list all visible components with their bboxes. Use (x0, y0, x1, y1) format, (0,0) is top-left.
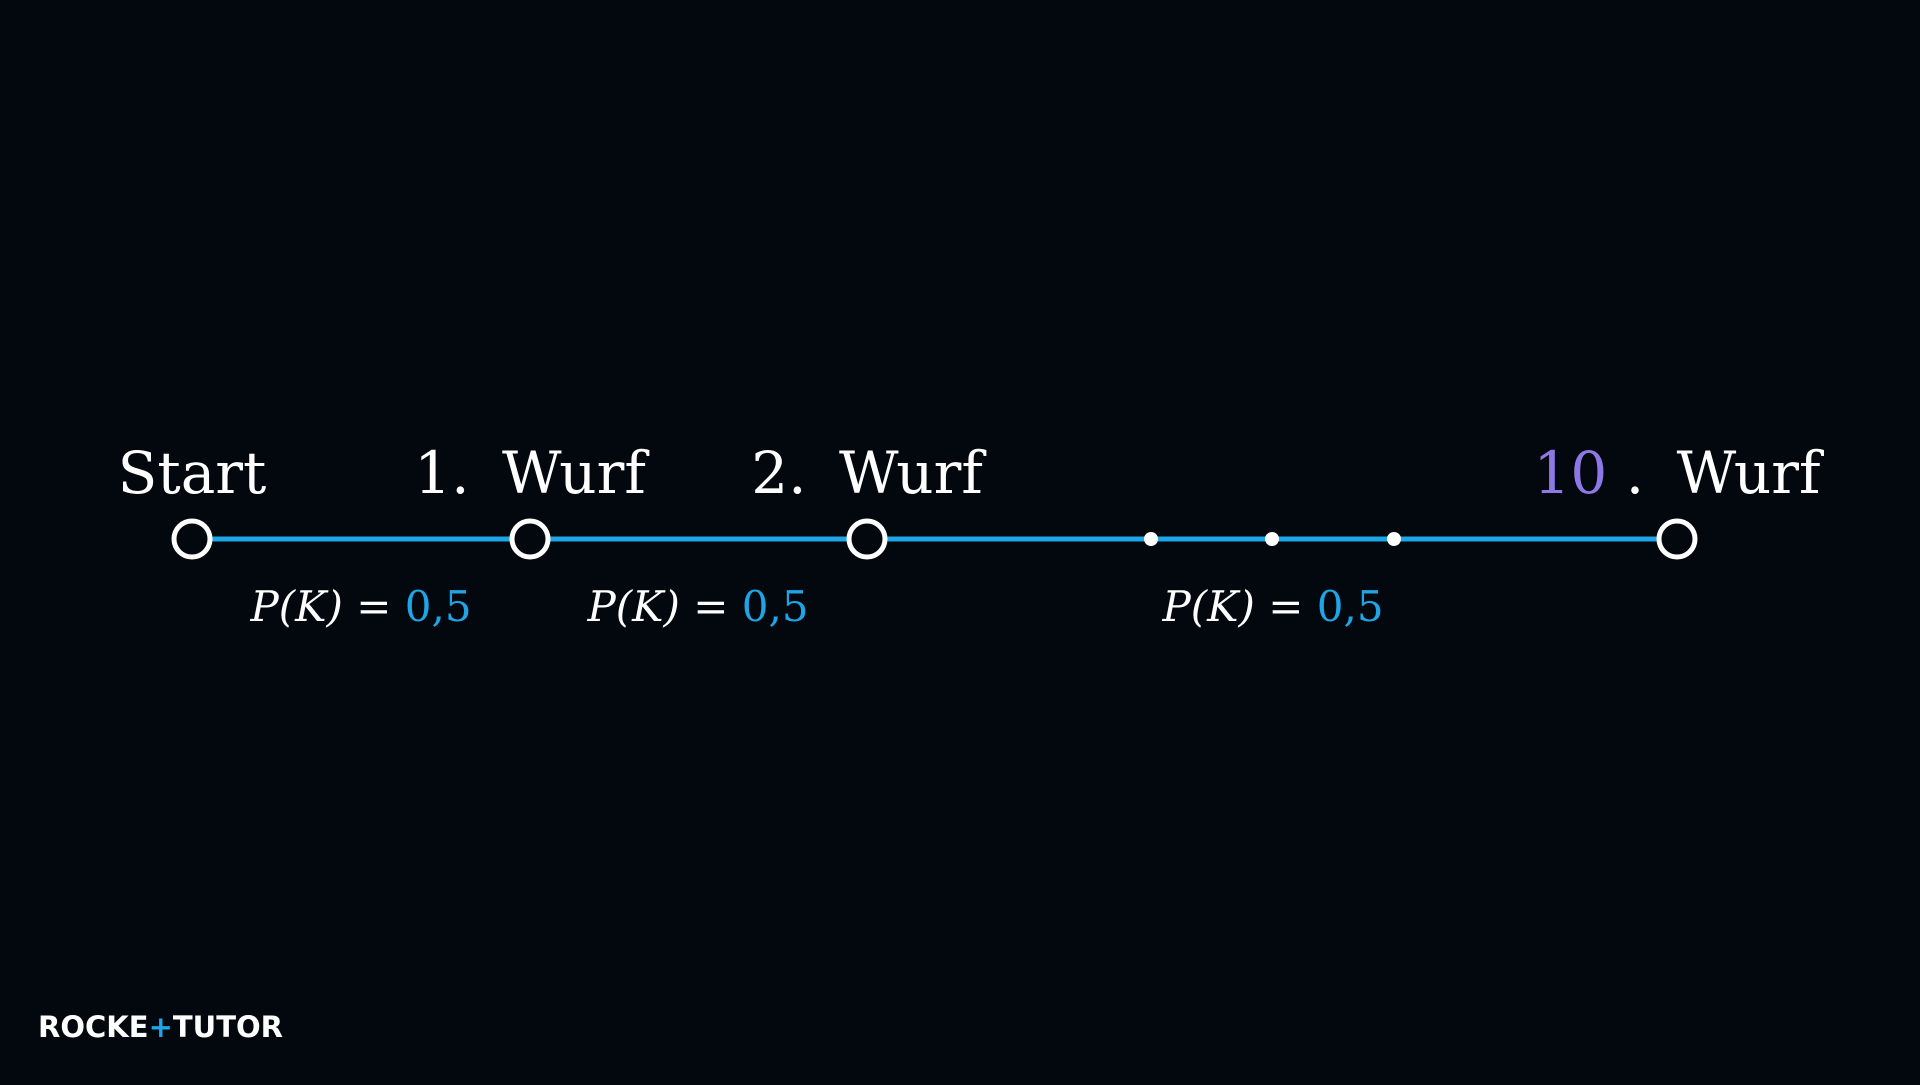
label-throw-2: 2. Wurf (751, 439, 986, 507)
probability-expression: P(K) = (586, 582, 728, 631)
throw-10-dot: . (1626, 439, 1644, 507)
probability-expression: P(K) = (1161, 582, 1303, 631)
label-throw-1: 1. Wurf (414, 439, 649, 507)
node-throw-1 (509, 518, 551, 560)
throw-2-number: 2. (751, 439, 806, 507)
label-start: Start (118, 439, 267, 507)
logo-plus: + (148, 1010, 173, 1044)
logo-part-2: TUTO (172, 1010, 261, 1044)
throw-10-number: 10 (1534, 439, 1608, 507)
throw-1-word: Wurf (502, 439, 649, 507)
ellipsis-dot (1144, 532, 1158, 546)
ellipsis-dot (1387, 532, 1401, 546)
node-throw-2 (846, 518, 888, 560)
label-throw-10: 10 . Wurf (1534, 439, 1824, 507)
logo-part-3: R (260, 1010, 283, 1044)
probability-expression: P(K) = (249, 582, 391, 631)
throw-1-number: 1. (414, 439, 469, 507)
rocket-tutor-logo: ROCKE+TUTOR (38, 1010, 283, 1044)
logo-part-1: ROCKE (38, 1010, 149, 1044)
probability-value: 0,5 (1317, 582, 1384, 631)
throw-2-word: Wurf (839, 439, 986, 507)
throw-10-word: Wurf (1677, 439, 1824, 507)
node-start (171, 518, 213, 560)
probability-label-2: P(K) = 0,5 (586, 582, 808, 631)
probability-value: 0,5 (405, 582, 472, 631)
node-throw-10 (1656, 518, 1698, 560)
probability-value: 0,5 (742, 582, 809, 631)
ellipsis-dot (1265, 532, 1279, 546)
probability-label-3: P(K) = 0,5 (1161, 582, 1383, 631)
probability-label-1: P(K) = 0,5 (249, 582, 471, 631)
